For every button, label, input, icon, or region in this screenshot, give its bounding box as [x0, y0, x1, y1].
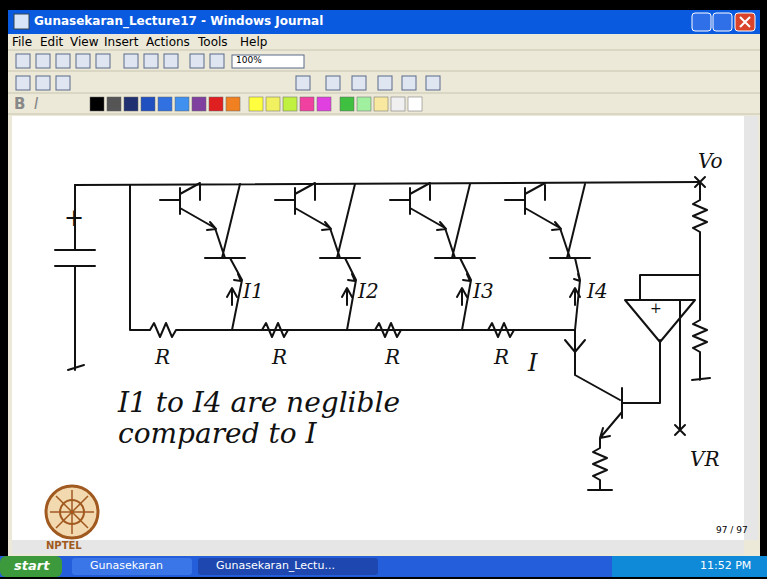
wire: [130, 185, 575, 337]
title-bar: [8, 10, 760, 34]
circuit-label: R: [272, 346, 287, 368]
supply-wire: [75, 182, 700, 185]
terminal-mark: [695, 177, 705, 187]
ui-label: Gunasekaran_Lecture17 - Windows Journal: [34, 15, 323, 28]
color-palette: [90, 97, 422, 111]
toolbar-icons: [16, 54, 440, 90]
toolbar-divider: [8, 93, 760, 94]
ui-label: Edit: [40, 36, 63, 49]
wire: [640, 275, 700, 435]
circuit-label: +: [650, 301, 662, 316]
taskbar-button: [72, 558, 192, 575]
ui-label: View: [70, 36, 98, 49]
ui-label: Tools: [198, 36, 228, 49]
capacitor-symbol: [55, 185, 95, 370]
ui-label: 11:52 PM: [700, 560, 751, 572]
circuit-label: R: [155, 346, 170, 368]
taskbar-button: [198, 558, 378, 575]
circuit-label: Vo: [698, 150, 723, 172]
opamp-symbol: [625, 300, 695, 342]
circuit-label: I1 to I4 are neglible compared to I: [118, 388, 498, 450]
ui-label: Insert: [104, 36, 138, 49]
circuit-label: +: [64, 205, 84, 231]
ui-label: 100%: [236, 56, 262, 66]
window-frame: [8, 10, 760, 556]
ui-label: Gunasekaran: [90, 560, 163, 572]
ui-label: start: [14, 559, 49, 573]
circuit-label: I1: [243, 280, 264, 302]
wire: [622, 340, 660, 403]
transistor-symbol: [565, 330, 622, 490]
resistor-symbol: [692, 182, 710, 380]
circuit-label: R: [494, 346, 509, 368]
toolbar-divider: [8, 71, 760, 72]
close-button: [735, 13, 755, 31]
ui-label: File: [12, 36, 32, 49]
minimize-button: [692, 13, 711, 31]
close-icon: [740, 17, 750, 27]
scrollbar: [12, 540, 744, 554]
ui-label: Help: [240, 36, 267, 49]
maximize-button: [713, 13, 732, 31]
nptel-logo: [46, 486, 98, 538]
ui-label: Gunasekaran_Lectu...: [216, 560, 335, 572]
scrollbar: [744, 116, 758, 540]
ui-label: NPTEL: [46, 540, 82, 551]
circuit-label: I2: [358, 280, 379, 302]
toolbar-divider: [8, 114, 760, 115]
app-icon: [14, 14, 29, 29]
journal-canvas: [12, 116, 744, 540]
start-button: [0, 556, 62, 577]
resistor-symbol: [262, 323, 514, 337]
current-arrow: [227, 288, 580, 305]
circuit-drawing: [55, 177, 710, 490]
taskbar: [0, 556, 767, 577]
circuit-label: I4: [587, 280, 608, 302]
circuit-label: VR: [690, 448, 720, 470]
menu-divider: [8, 50, 760, 51]
ui-label: I: [34, 96, 38, 113]
circuit-label: I3: [473, 280, 494, 302]
ui-label: 97 / 97: [716, 526, 748, 536]
circuit-label: R: [385, 346, 400, 368]
transistor-chain: [160, 183, 590, 330]
ui-label: Actions: [146, 36, 190, 49]
ui-label: B: [14, 96, 25, 113]
system-tray: [612, 556, 767, 577]
circuit-label: I: [528, 350, 537, 376]
